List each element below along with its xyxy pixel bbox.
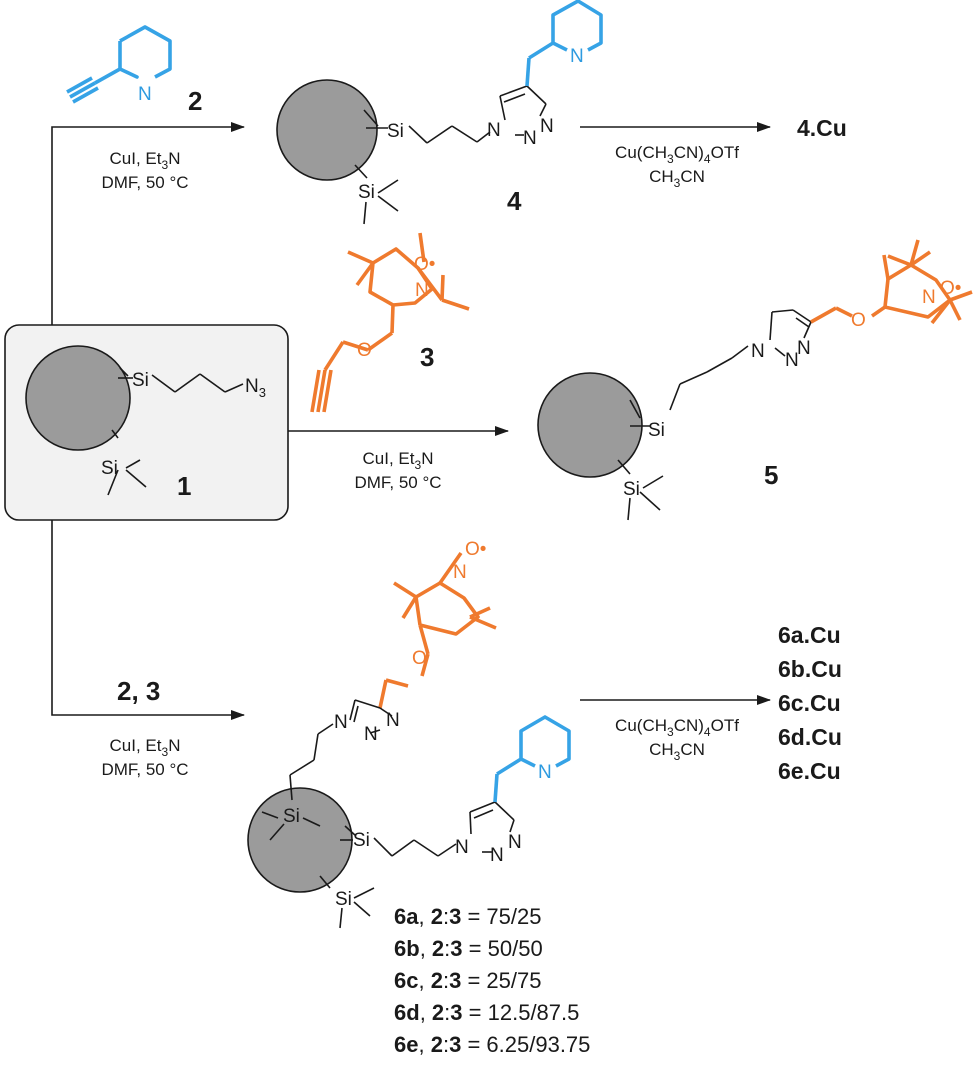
compound-3-label: 3 xyxy=(420,342,434,372)
si-atom: Si xyxy=(387,121,404,142)
si-atom: Si xyxy=(358,182,375,203)
silica-bead xyxy=(276,79,378,181)
silica-bead xyxy=(537,372,643,478)
si-atom: Si xyxy=(132,370,149,391)
ratio-line: 6e, 2:3 = 6.25/93.75 xyxy=(394,1032,590,1057)
product-6c-cu: 6c.Cu xyxy=(778,690,841,716)
condition-catalyst: CuI, Et3N xyxy=(110,149,181,172)
triazole-n-atom: N xyxy=(751,341,765,362)
triazole-n-atom: N xyxy=(797,338,811,359)
arrow-to-4 xyxy=(51,122,245,325)
triazole-n-atom: N xyxy=(455,837,469,858)
triazole-n-atom: N xyxy=(490,845,504,866)
product-6e-cu: 6e.Cu xyxy=(778,758,841,784)
triazole-n-atom: N xyxy=(508,832,522,853)
nitroxide-o-atom: O• xyxy=(465,539,486,560)
compound-6-structure: N O• O N N N Si Si Si N N xyxy=(247,539,571,929)
nitroxide-n-atom: N xyxy=(415,280,429,301)
triazole-n-atom: N xyxy=(540,116,554,137)
product-6a-cu: 6a.Cu xyxy=(778,622,841,648)
nitroxide-o-atom: O• xyxy=(414,254,435,275)
si-atom: Si xyxy=(353,830,370,851)
ratio-line: 6a, 2:3 = 75/25 xyxy=(394,904,541,929)
compound-2-3-label: 2, 3 xyxy=(117,676,160,706)
product-6d-cu: 6d.Cu xyxy=(778,724,842,750)
compound-1-structure: Si Si N3 xyxy=(25,345,266,496)
compound-2-label: 2 xyxy=(188,86,202,116)
reagent-3-structure: N O• O xyxy=(310,232,470,413)
nitroxide-n-atom: N xyxy=(922,287,936,308)
condition-solvent: DMF, 50 °C xyxy=(101,173,188,192)
pyridine-n-atom: N xyxy=(570,46,584,67)
ratio-line: 6b, 2:3 = 50/50 xyxy=(394,936,543,961)
compound-1-label: 1 xyxy=(177,471,191,501)
compound-4-structure: Si Si N N N N xyxy=(276,0,603,225)
compound-5-label: 5 xyxy=(764,460,778,490)
condition-solvent: DMF, 50 °C xyxy=(354,473,441,492)
cu-reagent-text: Cu(CH3CN)4OTf xyxy=(615,716,739,739)
silica-bead xyxy=(25,345,131,451)
triazole-n-atom: N xyxy=(364,724,378,745)
ratio-line: 6d, 2:3 = 12.5/87.5 xyxy=(394,1000,579,1025)
silica-bead xyxy=(247,787,353,893)
pyridine-n-atom: N xyxy=(538,762,552,783)
si-atom: Si xyxy=(335,889,352,910)
product-4cu-label: 4.Cu xyxy=(797,115,847,141)
si-atom: Si xyxy=(623,479,640,500)
si-atom: Si xyxy=(101,458,118,479)
compound-5-structure: Si Si N N N O N O• xyxy=(537,239,973,521)
triazole-n-atom: N xyxy=(785,350,799,371)
pyridine-n-atom: N xyxy=(138,84,152,105)
triazole-n-atom: N xyxy=(487,120,501,141)
ratio-line: 6c, 2:3 = 25/75 xyxy=(394,968,541,993)
ratio-list: 6a, 2:3 = 75/25 6b, 2:3 = 50/50 6c, 2:3 … xyxy=(394,904,590,1057)
ether-o-atom: O xyxy=(851,310,866,331)
condition-catalyst: CuI, Et3N xyxy=(363,449,434,472)
si-atom: Si xyxy=(648,420,665,441)
nitroxide-o-atom: O• xyxy=(940,278,961,299)
ether-o-atom: O xyxy=(357,340,372,361)
cu-solvent-text: CH3CN xyxy=(649,740,705,763)
condition-catalyst: CuI, Et3N xyxy=(110,736,181,759)
condition-solvent: DMF, 50 °C xyxy=(101,760,188,779)
si-atom: Si xyxy=(283,806,300,827)
product-6b-cu: 6b.Cu xyxy=(778,656,842,682)
cu-reagent-text: Cu(CH3CN)4OTf xyxy=(615,143,739,166)
triazole-n-atom: N xyxy=(334,712,348,733)
triazole-n-atom: N xyxy=(523,128,537,149)
reagent-2-structure: N xyxy=(66,25,172,105)
ether-o-atom: O xyxy=(412,648,427,669)
arrow-to-6 xyxy=(51,520,245,720)
nitroxide-n-atom: N xyxy=(453,562,467,583)
cu-solvent-text: CH3CN xyxy=(649,167,705,190)
compound-4-label: 4 xyxy=(507,186,522,216)
triazole-n-atom: N xyxy=(386,710,400,731)
